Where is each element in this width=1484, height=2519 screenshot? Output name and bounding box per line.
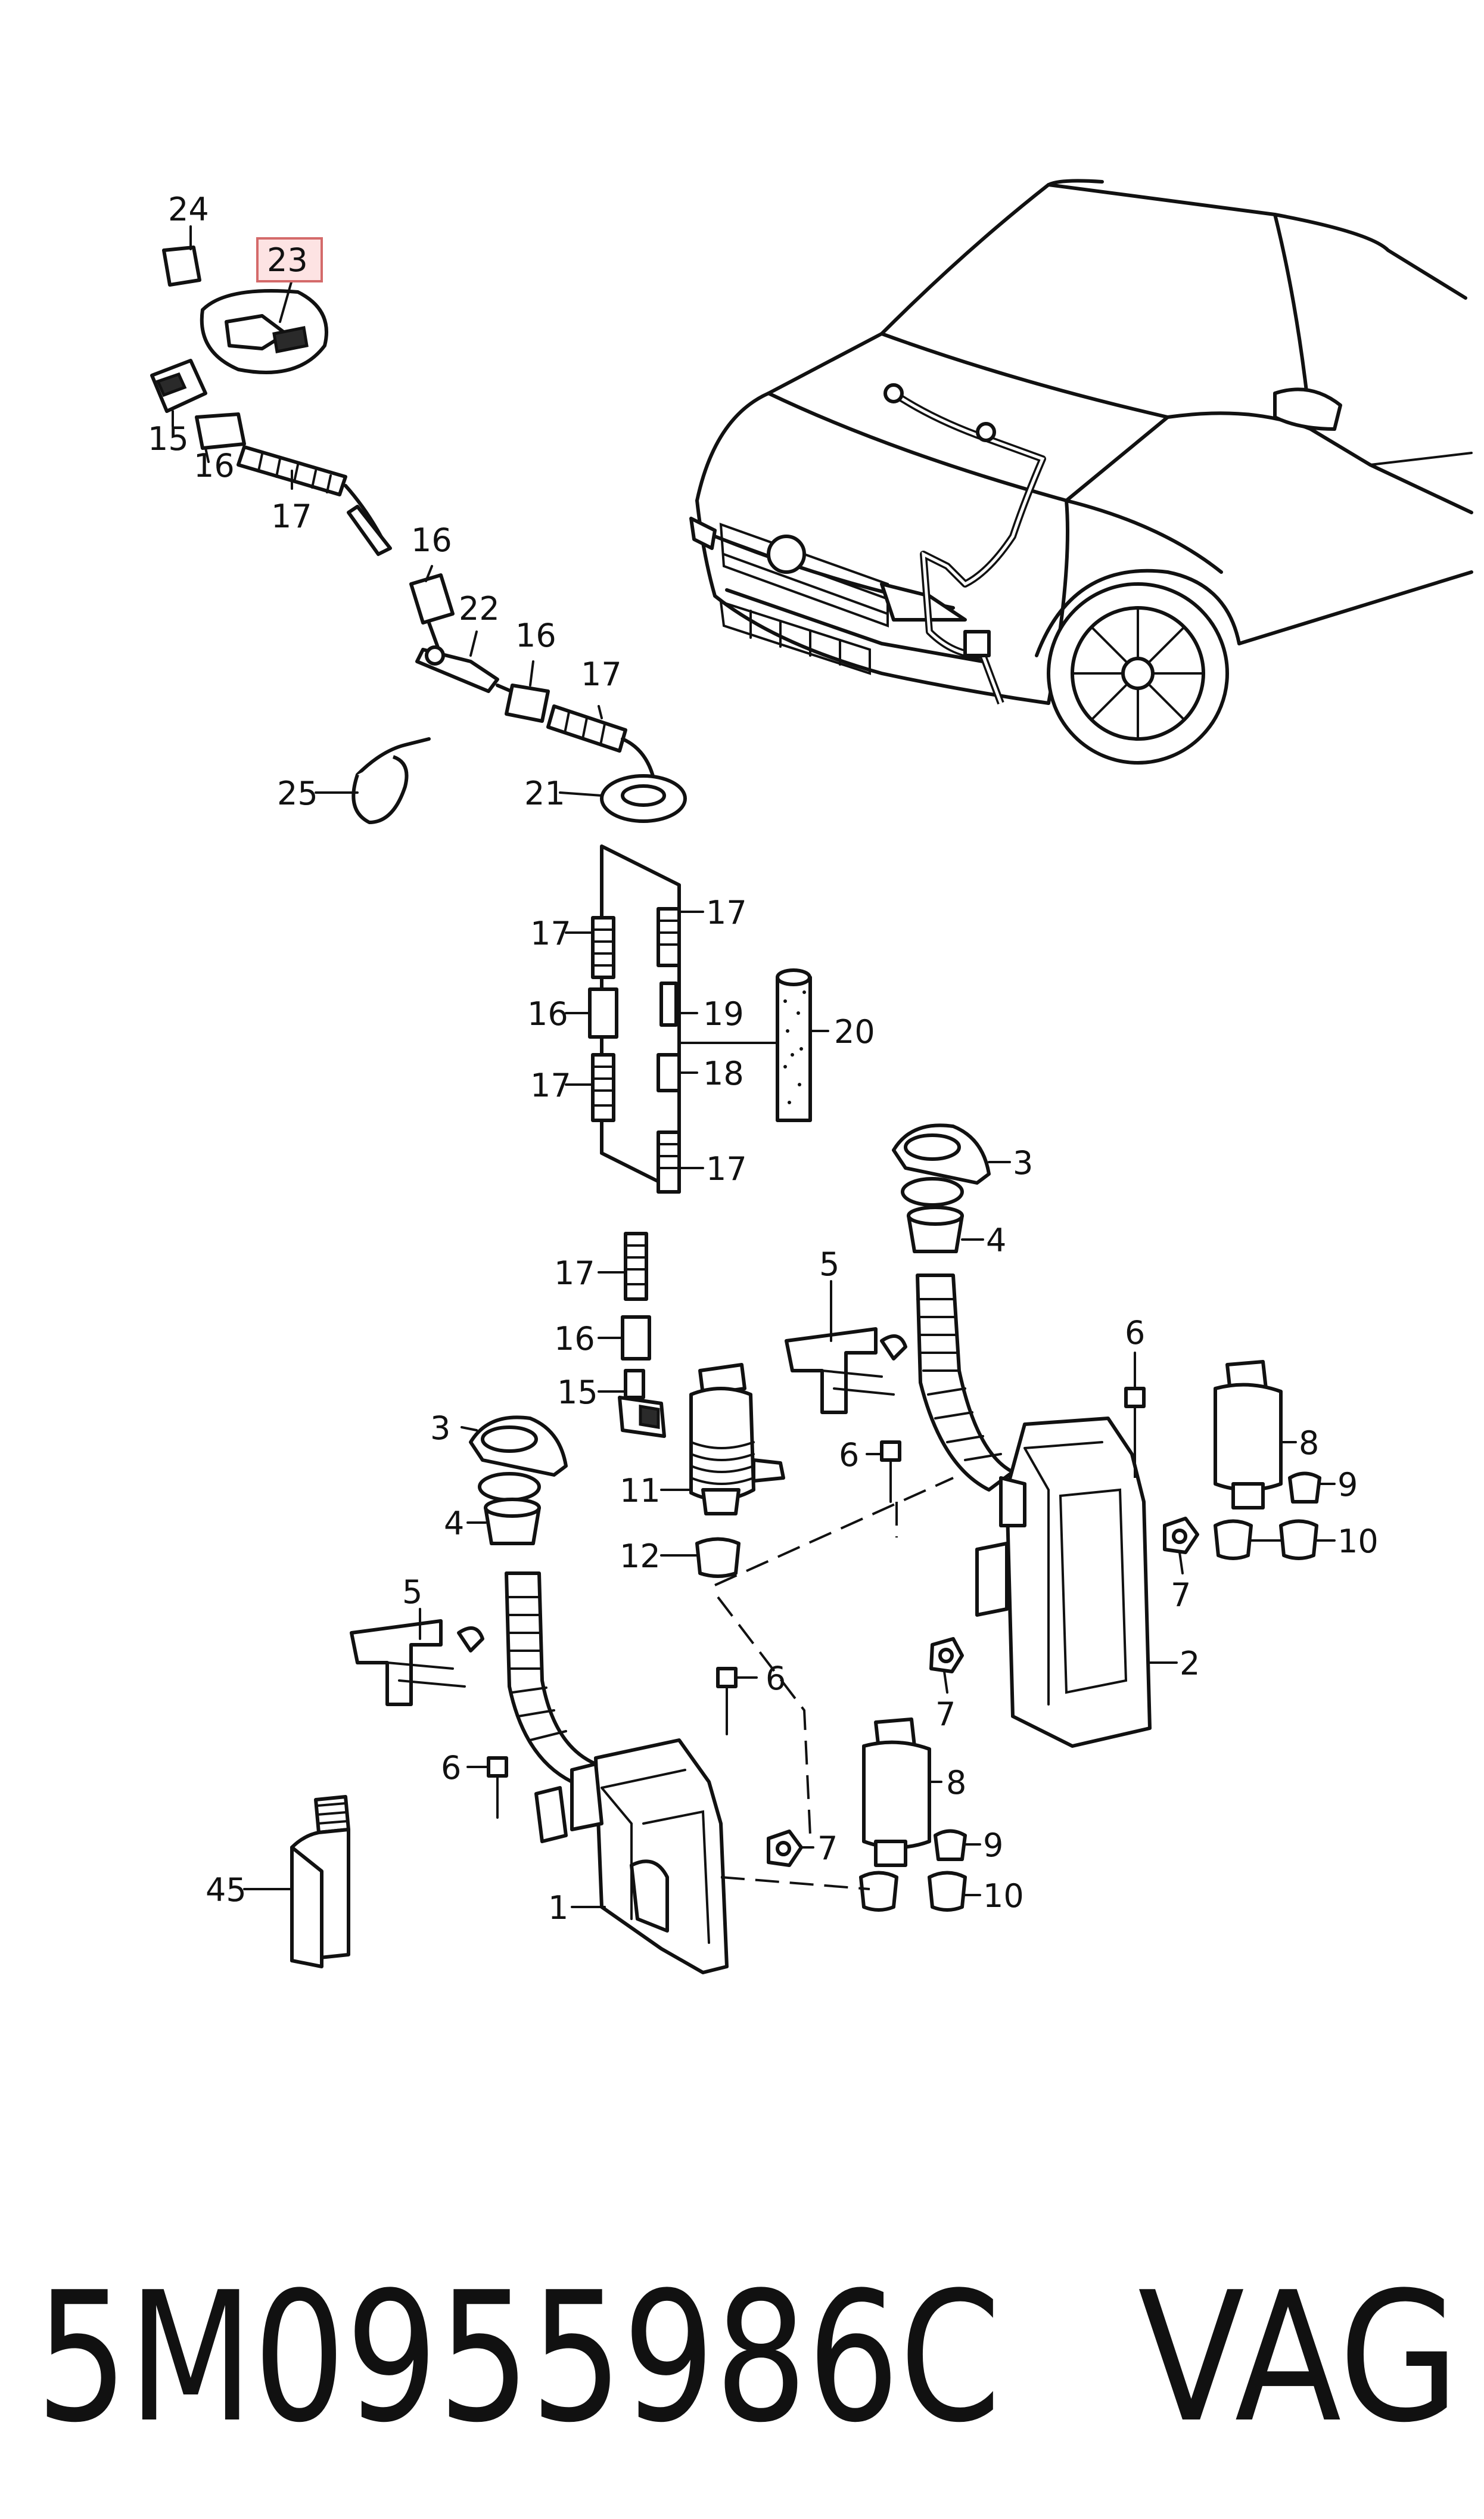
label-6[interactable]: 6 — [1125, 1314, 1145, 1352]
label-16[interactable]: 16 — [515, 617, 556, 654]
headlight-washer-parts — [150, 246, 687, 824]
car-illustration — [689, 179, 1473, 765]
label-16[interactable]: 16 — [554, 1320, 595, 1358]
label-17[interactable]: 17 — [530, 915, 571, 952]
label-9[interactable]: 9 — [1337, 1466, 1358, 1504]
label-11[interactable]: 11 — [620, 1472, 661, 1509]
label-17[interactable]: 17 — [581, 656, 622, 693]
label-10[interactable]: 10 — [1337, 1523, 1379, 1560]
label-9[interactable]: 9 — [983, 1827, 1003, 1864]
label-1[interactable]: 1 — [548, 1889, 568, 1927]
label-16[interactable]: 16 — [194, 447, 235, 484]
label-23[interactable]: 23 — [267, 241, 308, 279]
label-16[interactable]: 16 — [411, 521, 452, 559]
label-10[interactable]: 10 — [983, 1877, 1024, 1915]
label-18[interactable]: 18 — [703, 1055, 744, 1092]
label-5[interactable]: 5 — [819, 1245, 839, 1283]
label-7[interactable]: 7 — [935, 1695, 956, 1733]
pump-parts — [689, 1363, 785, 1578]
brand-name: VAG — [1138, 2254, 1460, 2462]
label-8[interactable]: 8 — [1299, 1424, 1319, 1462]
label-22[interactable]: 22 — [459, 590, 500, 628]
label-24[interactable]: 24 — [168, 191, 209, 228]
label-17[interactable]: 17 — [530, 1067, 571, 1104]
callout-labels: 24 23 15 16 17 16 22 16 17 25 21 17 16 1… — [148, 191, 1379, 1927]
fluid-bottle — [290, 1795, 350, 1968]
assembly-dashes — [714, 1454, 1136, 1890]
label-15[interactable]: 15 — [557, 1374, 598, 1411]
label-17[interactable]: 17 — [706, 1150, 747, 1188]
label-6[interactable]: 6 — [766, 1660, 786, 1697]
label-3[interactable]: 3 — [1013, 1144, 1033, 1182]
highlight-box — [256, 237, 323, 282]
label-17[interactable]: 17 — [554, 1254, 595, 1292]
reservoir-2 — [785, 1123, 1321, 1748]
label-20[interactable]: 20 — [834, 1013, 875, 1051]
hose-kit-parts — [588, 844, 812, 1438]
label-2[interactable]: 2 — [1180, 1645, 1200, 1682]
label-5[interactable]: 5 — [402, 1573, 422, 1611]
label-19[interactable]: 19 — [703, 995, 744, 1033]
reservoir-1 — [350, 1415, 967, 1974]
label-4[interactable]: 4 — [986, 1222, 1006, 1259]
label-6[interactable]: 6 — [441, 1749, 461, 1787]
label-7[interactable]: 7 — [817, 1830, 838, 1867]
label-6[interactable]: 6 — [839, 1436, 859, 1474]
label-8[interactable]: 8 — [946, 1764, 966, 1801]
part-number: 5M0955986C — [36, 2254, 1001, 2462]
label-4[interactable]: 4 — [444, 1505, 464, 1542]
label-45[interactable]: 45 — [206, 1871, 247, 1909]
label-16[interactable]: 16 — [527, 995, 568, 1033]
label-12[interactable]: 12 — [620, 1538, 661, 1575]
label-7[interactable]: 7 — [1171, 1576, 1191, 1614]
label-15[interactable]: 15 — [148, 420, 189, 458]
label-17[interactable]: 17 — [271, 498, 312, 535]
label-25[interactable]: 25 — [277, 775, 318, 812]
label-21[interactable]: 21 — [524, 775, 565, 812]
label-17[interactable]: 17 — [706, 894, 747, 931]
label-3[interactable]: 3 — [430, 1409, 450, 1447]
leader-lines — [172, 225, 1336, 1908]
